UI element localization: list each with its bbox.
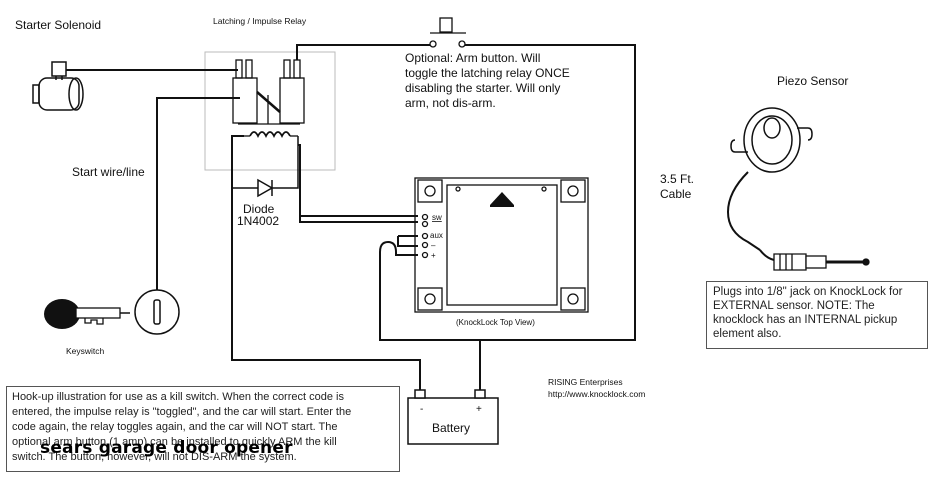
relay-enclosure	[204, 51, 336, 171]
module-view-label: (KnockLock Top View)	[456, 318, 535, 327]
watermark-caption: sears garage door opener	[40, 438, 293, 458]
terminal-minus-label: –	[431, 241, 436, 250]
coil-to-sw-wire	[298, 144, 418, 223]
company-label: RISING Enterprises	[548, 377, 623, 387]
key-icon	[44, 299, 130, 329]
arm-button-icon[interactable]	[429, 17, 466, 48]
arm-note-line-3: disabling the starter. Will only	[405, 81, 560, 95]
company-url: http://www.knocklock.com	[548, 389, 645, 399]
relay-label: Latching / Impulse Relay	[213, 16, 307, 26]
keyswitch-icon	[134, 289, 180, 335]
battery-plus-label: +	[476, 404, 482, 415]
terminal-plus-label: +	[431, 251, 436, 260]
jack-note-line-1: Plugs into 1/8" jack on KnockLock for	[713, 286, 903, 298]
starter-solenoid-icon	[32, 61, 84, 111]
hookup-note-line-1: Hook-up illustration for use as a kill s…	[12, 391, 344, 403]
diode-wire-right	[272, 136, 299, 189]
sensor-cable	[726, 171, 761, 251]
plus-wire	[379, 240, 418, 256]
arm-note-line-2: toggle the latching relay ONCE	[405, 66, 570, 80]
ground-wire	[231, 135, 421, 390]
cable-label-line-1: 3.5 Ft.	[660, 172, 694, 186]
hookup-note-line-2: entered, the impulse relay is "toggled",…	[12, 406, 352, 418]
piezo-label: Piezo Sensor	[777, 74, 848, 88]
jack-note-box: Plugs into 1/8" jack on KnockLock for EX…	[706, 281, 928, 349]
jack-note-line-4: element also.	[713, 328, 782, 340]
starter-solenoid-label: Starter Solenoid	[15, 18, 101, 32]
diode-part-label: 1N4002	[237, 214, 279, 228]
hookup-note-box: Hook-up illustration for use as a kill s…	[6, 386, 400, 472]
start-wire	[156, 97, 240, 290]
hookup-note-line-3: code again, the relay toggles again, and…	[12, 421, 338, 433]
relay-icon	[232, 59, 305, 139]
relay-arm-wire	[296, 44, 432, 60]
knocklock-logo-icon	[490, 192, 514, 205]
jack-note-line-2: EXTERNAL sensor. NOTE: The	[713, 300, 875, 312]
keyswitch-label: Keyswitch	[66, 346, 105, 356]
arm-note-line-4: arm, not dis-arm.	[405, 96, 496, 110]
piezo-sensor-icon	[730, 107, 813, 173]
arm-note-line-1: Optional: Arm button. Will	[405, 51, 540, 65]
cable-label-line-2: Cable	[660, 187, 692, 201]
jack-note-line-3: knocklock has an INTERNAL pickup	[713, 314, 898, 326]
audio-jack-icon	[759, 249, 870, 271]
battery-plus-wire	[379, 252, 481, 390]
battery-minus-label: -	[420, 404, 423, 415]
battery-icon	[407, 389, 499, 445]
hookup-note-line-5: switch. The button, however, will not DI…	[12, 451, 297, 463]
hookup-note-line-4: optional arm button (1 amp) can be insta…	[12, 436, 337, 448]
start-wire-label: Start wire/line	[72, 165, 145, 179]
battery-label: Battery	[432, 421, 470, 435]
terminal-sw-label: sw	[432, 213, 442, 222]
arm-return-wire	[465, 44, 636, 341]
diode-icon	[257, 178, 274, 198]
terminal-aux-label: aux	[430, 231, 443, 240]
diode-label: Diode	[243, 202, 275, 216]
